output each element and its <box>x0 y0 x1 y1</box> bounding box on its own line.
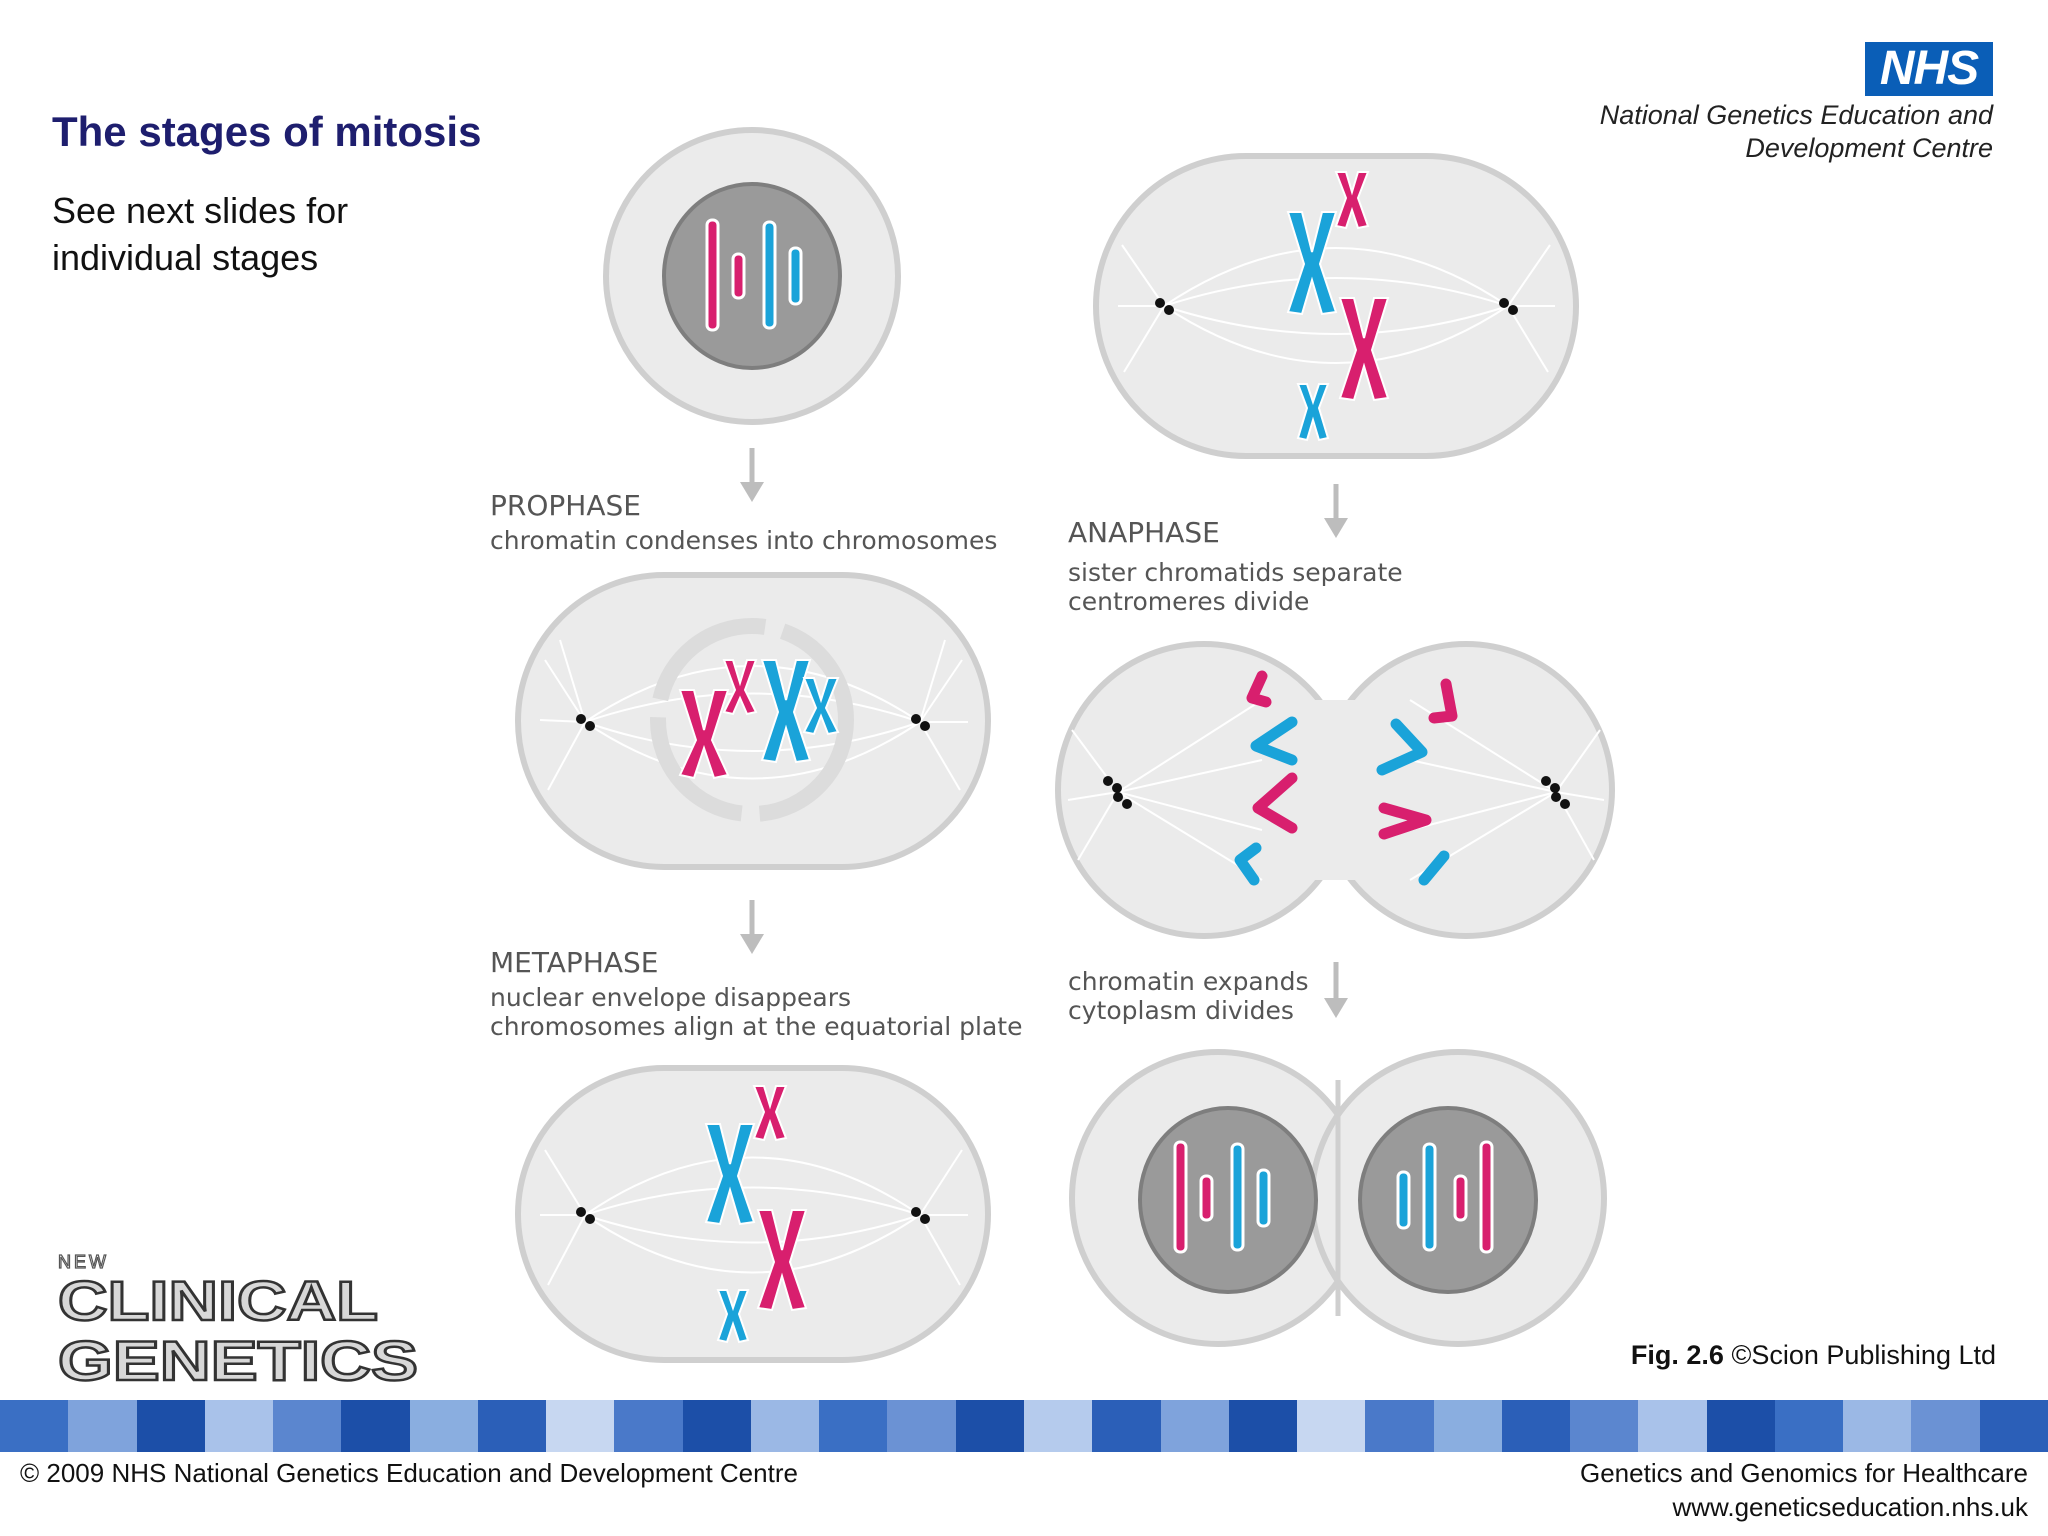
subtitle-line-1: See next slides for <box>52 190 349 231</box>
footer-programme: Genetics and Genomics for Healthcare <box>1580 1458 2028 1488</box>
arrow-to-metaphase <box>740 900 764 954</box>
anaphase-cell <box>1093 153 1579 459</box>
prophase-title: PROPHASE <box>490 489 641 522</box>
footer-copyright: © 2009 NHS National Genetics Education a… <box>20 1458 798 1488</box>
prophase-cell <box>515 572 991 870</box>
anaphase-title: ANAPHASE <box>1068 516 1220 549</box>
slide-title: The stages of mitosis <box>52 108 482 155</box>
subtitle-line-2: individual stages <box>52 237 319 278</box>
metaphase-desc-2: chromosomes align at the equatorial plat… <box>490 1012 1022 1041</box>
arrow-to-prophase <box>740 448 764 502</box>
metaphase-title: METAPHASE <box>490 946 659 979</box>
arrow-to-daughter-cells <box>1324 962 1348 1018</box>
svg-text:GENETICS: GENETICS <box>58 1329 418 1387</box>
anaphase-desc-2: centromeres divide <box>1068 587 1309 616</box>
org-name-line-1: National Genetics Education and <box>1599 100 1993 130</box>
figure-credit: ©Scion Publishing Ltd <box>1731 1340 1996 1370</box>
interphase-cell <box>603 127 901 425</box>
prophase-desc-1: chromatin condenses into chromosomes <box>490 526 997 555</box>
telophase-desc-1: chromatin expands <box>1068 967 1309 996</box>
anaphase-desc-1: sister chromatids separate <box>1068 558 1403 587</box>
svg-text:NEW: NEW <box>58 1252 109 1272</box>
svg-text:CLINICAL: CLINICAL <box>58 1269 378 1332</box>
figure-caption: Fig. 2.6 ©Scion Publishing Ltd <box>1631 1340 1996 1371</box>
decorative-band <box>0 1400 2048 1452</box>
metaphase-desc-1: nuclear envelope disappears <box>490 983 851 1012</box>
daughter-cells <box>1069 1049 1607 1347</box>
footer-website[interactable]: www.geneticseducation.nhs.uk <box>1672 1492 2028 1522</box>
figure-number: Fig. 2.6 <box>1630 1340 1724 1370</box>
telophase-desc-2: cytoplasm divides <box>1068 996 1294 1025</box>
org-name-line-2: Development Centre <box>1745 133 1993 163</box>
late-anaphase-cell <box>1055 641 1615 939</box>
new-clinical-genetics-logo: NEW CLINICAL GENETICS <box>57 1252 420 1387</box>
nhs-logo: NHS <box>1865 42 1993 96</box>
metaphase-cell <box>515 1065 991 1363</box>
arrow-to-anaphase-stage <box>1324 484 1348 538</box>
mitosis-diagram: PROPHASE chromatin condenses into chromo… <box>490 127 1615 1363</box>
